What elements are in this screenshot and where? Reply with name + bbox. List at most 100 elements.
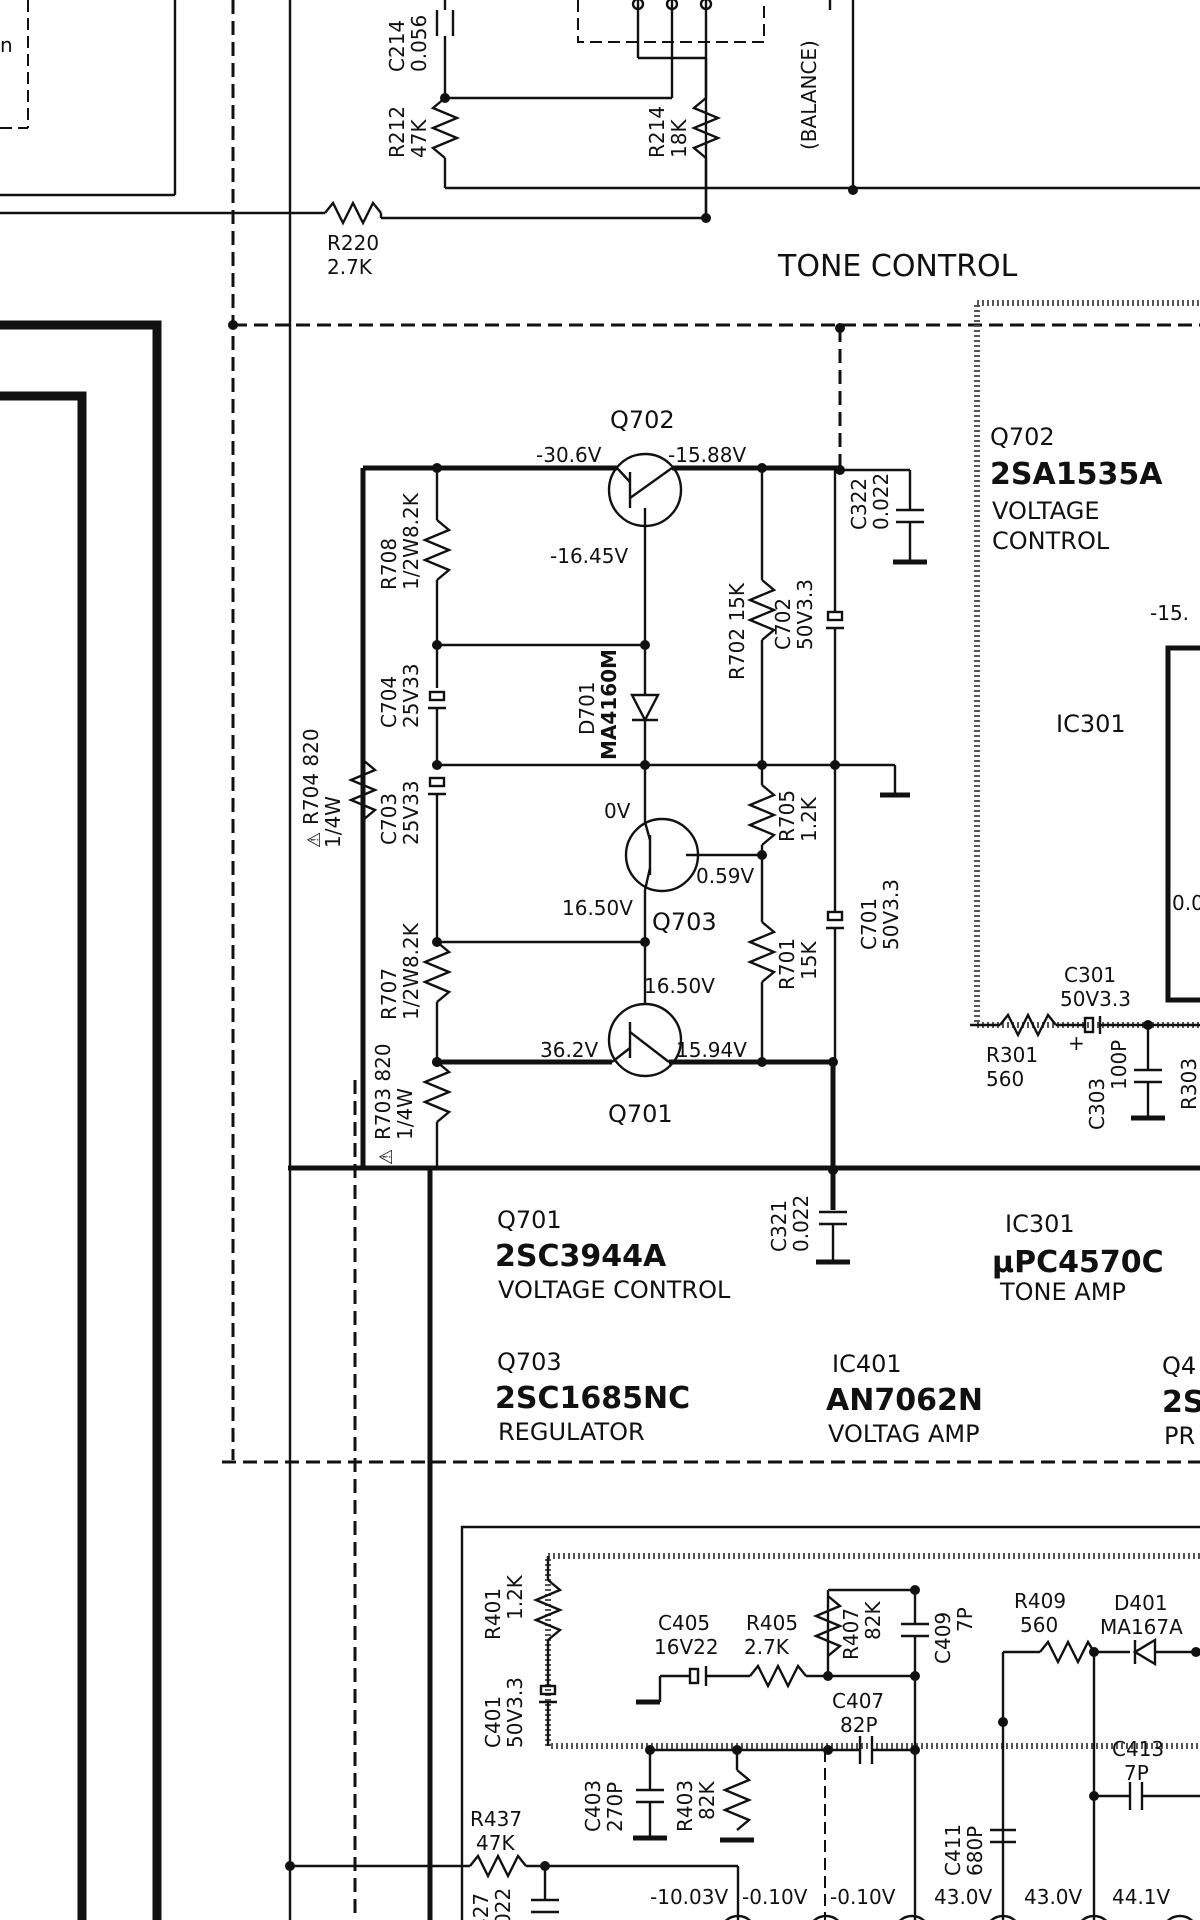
- c322-label: C322: [847, 478, 871, 530]
- r409-label: R409: [1014, 1589, 1066, 1613]
- r301-value: 560: [986, 1067, 1024, 1091]
- c413-value: 7P: [1124, 1761, 1149, 1785]
- r409-value: 560: [1020, 1613, 1058, 1637]
- section-title: TONE CONTROL: [777, 249, 1018, 284]
- r405-label: R405: [746, 1611, 798, 1635]
- svg-text:Q701: Q701: [497, 1206, 562, 1234]
- c703-label: C703: [377, 793, 401, 845]
- r212-label: R212: [385, 106, 409, 158]
- r401-value: 1.2K: [503, 1574, 527, 1620]
- top-labels: C214 0.056 R212 47K R214 18K (BALANCE) R…: [327, 15, 1018, 284]
- c321-label: C321: [767, 1200, 791, 1252]
- q702-desc-1: VOLTAGE: [992, 497, 1100, 525]
- r701-value: 15K: [797, 941, 821, 980]
- c704-label: C704: [377, 676, 401, 728]
- r303-label: R303: [1177, 1058, 1200, 1110]
- dashed-block-frame: [222, 0, 1200, 1920]
- r703-warning-icon: ⚠: [376, 1149, 397, 1165]
- svg-text:Q703: Q703: [497, 1348, 562, 1376]
- r704-value: 1/4W: [321, 796, 345, 848]
- c303-label: C303: [1085, 1078, 1109, 1130]
- r405-value: 2.7K: [744, 1635, 790, 1659]
- q701-v-out: 15.94V: [676, 1038, 747, 1062]
- svg-text:μPC4570C: μPC4570C: [992, 1245, 1164, 1280]
- r707-label: R707: [377, 968, 401, 1020]
- r401-label: R401: [481, 1588, 505, 1640]
- c322-value: 0.022: [869, 473, 893, 530]
- voltage-1: -10.03V: [650, 1885, 728, 1909]
- d401-value: MA167A: [1100, 1615, 1183, 1639]
- q702-v-in: -30.6V: [536, 443, 602, 467]
- r708-label: R708: [377, 538, 401, 590]
- bottom-amp-labels: R401 1.2K C401 50V3.3 C405 16V22 R405 2.…: [469, 1574, 1183, 1920]
- q701-v-in: 36.2V: [540, 1038, 599, 1062]
- r407-value: 82K: [861, 1601, 885, 1640]
- c701-label: C701: [857, 898, 881, 950]
- c407-label: C407: [832, 1689, 884, 1713]
- svg-text:AN7062N: AN7062N: [826, 1383, 983, 1418]
- svg-text:n: n: [0, 33, 13, 57]
- voltage-6: 44.1V: [1112, 1885, 1171, 1909]
- r407-label: R407: [839, 1608, 863, 1660]
- r220-label: R220: [327, 231, 379, 255]
- c703-value: 25V33: [399, 780, 423, 845]
- r703-value: 1/4W: [393, 1088, 417, 1140]
- c407-value: 82P: [840, 1713, 878, 1737]
- component-legend: Q701 2SC3944A VOLTAGE CONTROL IC301 μPC4…: [495, 1206, 1200, 1450]
- r220-value: 2.7K: [327, 255, 373, 279]
- d401-label: D401: [1114, 1591, 1168, 1615]
- ic301-block-labels: Q702 2SA1535A VOLTAGE CONTROL -15. IC301…: [986, 423, 1200, 1130]
- r403-label: R403: [673, 1780, 697, 1832]
- r301-label: R301: [986, 1043, 1038, 1067]
- r702-label: R702 15K: [725, 582, 749, 680]
- svg-text:Q4: Q4: [1162, 1352, 1196, 1380]
- c321-value: 0.022: [789, 1195, 813, 1252]
- svg-text:2SC3944A: 2SC3944A: [495, 1239, 667, 1274]
- q702-ref: Q702: [990, 423, 1055, 451]
- r214-value: 18K: [667, 119, 691, 158]
- r701-label: R701: [775, 938, 799, 990]
- c214-value: 0.056: [407, 15, 431, 72]
- q701-label: Q701: [608, 1100, 673, 1128]
- svg-text:IC301: IC301: [1005, 1210, 1075, 1238]
- r705-value: 1.2K: [797, 796, 821, 842]
- r704-warning-icon: ⚠: [304, 832, 325, 848]
- q703-v-base: 0V: [604, 799, 631, 823]
- legend-item-ic401: IC401 AN7062N VOLTAG AMP: [826, 1350, 983, 1448]
- q703-v-e: 0.59V: [696, 864, 755, 888]
- r708-value: 1/2W8.2K: [399, 492, 423, 590]
- bottom-amp-wiring: [285, 1525, 1200, 1920]
- plus-sign: +: [1068, 1031, 1085, 1055]
- q702-v-out: -15.88V: [668, 443, 746, 467]
- c409-value: 7P: [953, 1607, 977, 1632]
- svg-text:2SC1685NC: 2SC1685NC: [495, 1381, 690, 1416]
- q701-v-base: 16.50V: [644, 974, 715, 998]
- power-supply-wiring: [228, 320, 1200, 1920]
- c704-value: 25V33: [399, 663, 423, 728]
- r403-value: 82K: [695, 1781, 719, 1820]
- c427-label: C427: [469, 1893, 493, 1920]
- c214-label: C214: [385, 20, 409, 72]
- voltage-3: -0.10V: [830, 1885, 896, 1909]
- c301-value: 50V3.3: [1060, 987, 1131, 1011]
- legend-item-q701: Q701 2SC3944A VOLTAGE CONTROL: [495, 1206, 731, 1304]
- r212-value: 47K: [407, 119, 431, 158]
- svg-text:TONE AMP: TONE AMP: [999, 1278, 1126, 1306]
- c403-label: C403: [581, 1780, 605, 1832]
- c411-label: C411: [941, 1824, 965, 1876]
- c413-label: C413: [1112, 1737, 1164, 1761]
- ic301-ref: IC301: [1056, 710, 1126, 738]
- voltage-2: -0.10V: [742, 1885, 808, 1909]
- c411-value: 680P: [963, 1826, 987, 1876]
- svg-text:VOLTAG AMP: VOLTAG AMP: [828, 1420, 980, 1448]
- d701-label: D701: [575, 681, 599, 735]
- q703-v-c: 16.50V: [562, 896, 633, 920]
- ic-partial-voltage: -15.: [1150, 601, 1189, 625]
- c405-label: C405: [658, 1611, 710, 1635]
- c427-value: 0.022: [491, 1888, 515, 1920]
- svg-text:PR: PR: [1164, 1422, 1195, 1450]
- c405-value: 16V22: [654, 1635, 719, 1659]
- c701-value: 50V3.3: [879, 879, 903, 950]
- top-components: [0, 0, 1200, 226]
- svg-text:REGULATOR: REGULATOR: [498, 1418, 645, 1446]
